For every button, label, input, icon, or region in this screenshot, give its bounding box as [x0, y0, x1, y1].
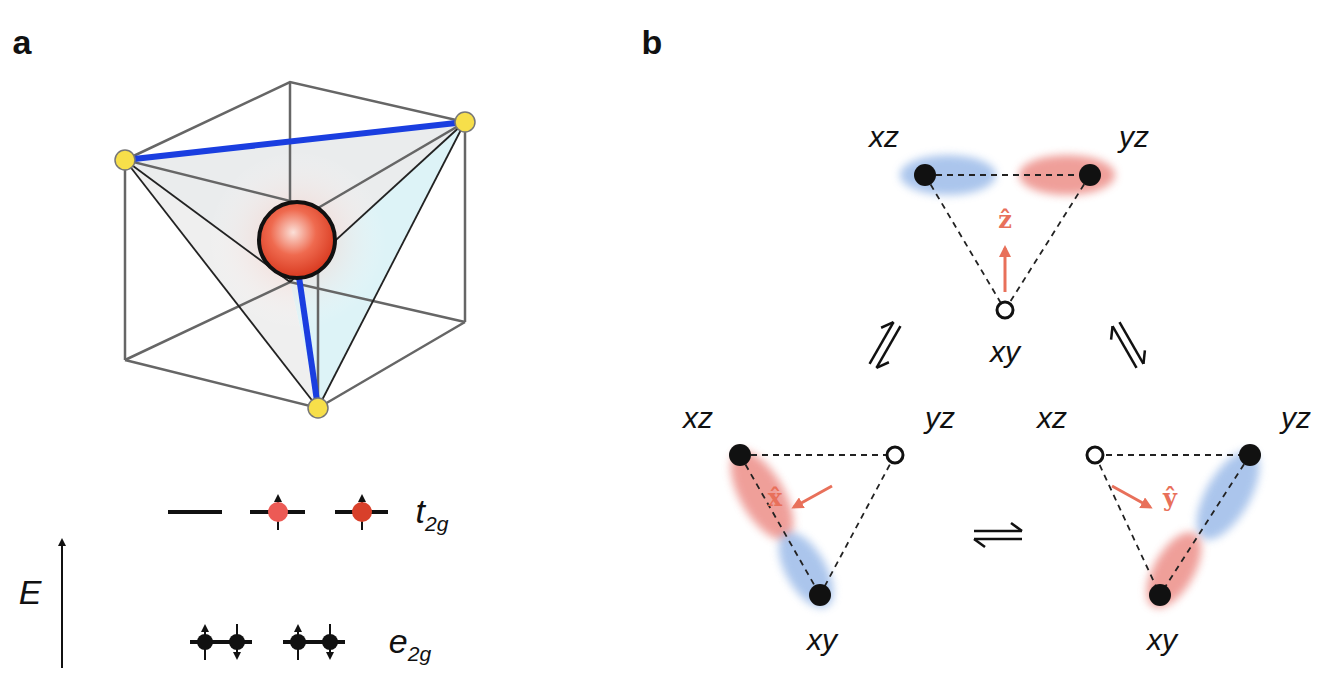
axis-vector: x̂ — [768, 486, 782, 510]
panel-letter: b — [642, 25, 663, 59]
orbital-triangle — [718, 441, 903, 617]
cube-tetrahedron — [115, 82, 475, 418]
orbital-label: xz — [1037, 403, 1067, 433]
orbital-label: xy — [990, 337, 1020, 367]
energy-levels — [62, 496, 388, 668]
orbital-label: yz — [925, 403, 955, 433]
axis-vector: ẑ — [998, 208, 1012, 232]
panel-letter: a — [13, 25, 32, 59]
level-label: e2g — [389, 624, 431, 663]
orbital-label: yz — [1119, 122, 1149, 152]
orbital-triangle — [900, 155, 1115, 318]
subscript: 2g — [408, 642, 431, 665]
axis-label: E — [19, 575, 42, 609]
orbital-label: xy — [1147, 625, 1177, 655]
orbital-label: xy — [807, 625, 837, 655]
orbital-label: xz — [683, 403, 713, 433]
subscript: 2g — [425, 512, 448, 535]
orbital-label: xz — [869, 122, 899, 152]
orbital-triangle — [1087, 441, 1272, 617]
equilibrium-arrows — [863, 318, 1151, 547]
level-label: t2g — [416, 494, 449, 533]
axis-vector: ŷ — [1163, 486, 1177, 510]
orbital-label: yz — [1281, 403, 1311, 433]
